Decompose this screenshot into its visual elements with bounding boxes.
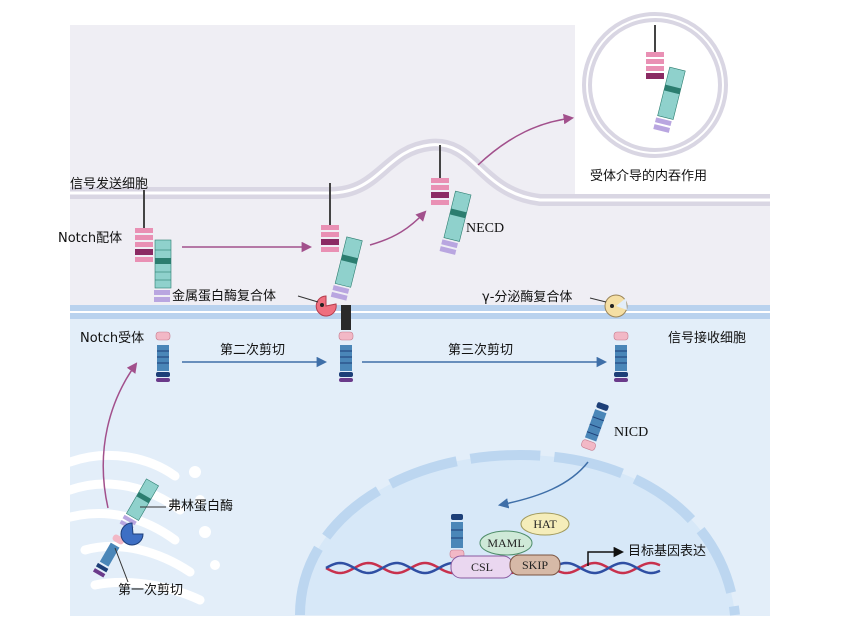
furin-icon: [120, 522, 144, 546]
leader-line: [297, 295, 319, 303]
skip-protein: [509, 554, 561, 576]
metalloprotease-icon: [315, 295, 337, 317]
notch-ligand: [321, 183, 339, 252]
notch-receptor: [338, 305, 354, 382]
necd-fragment: [439, 190, 472, 255]
third-cleavage-label: 第三次剪切: [448, 343, 514, 358]
nuclear-notch: [449, 514, 465, 559]
first-cleavage-label: 第一次剪切: [118, 583, 184, 598]
arrow-target-gene: [587, 546, 625, 566]
upper-membrane: [70, 138, 770, 206]
csl-label: CSL: [470, 560, 493, 574]
metalloprotease-label: 金属蛋白酶复合体: [172, 289, 277, 304]
endocytic-vesicle: [582, 12, 728, 158]
second-cleavage-label: 第二次剪切: [220, 343, 286, 358]
leader-line: [114, 547, 129, 583]
golgi-apparatus: [55, 450, 205, 605]
nicd-label: NICD: [614, 425, 649, 440]
furin-label: 弗林蛋白酶: [168, 499, 234, 514]
lower-membrane: [70, 305, 770, 319]
necd-fragment: [653, 66, 686, 133]
leader-line: [589, 297, 607, 303]
notch-ligand: [431, 145, 449, 205]
nicd-fragment: [581, 402, 609, 451]
skip-label: SKIP: [521, 558, 548, 572]
endocytosis-label: 受体介导的内吞作用: [590, 169, 708, 184]
golgi-vesicles: [53, 465, 220, 570]
arrow-golgi-to-membrane: [102, 362, 138, 509]
signal-sending-cell-label: 信号发送细胞: [70, 177, 149, 192]
arrow-to-endocytosis: [369, 210, 427, 246]
hat-label: HAT: [533, 517, 557, 531]
notch-ligand-label: Notch配体: [58, 231, 123, 246]
arrow-to-vesicle: [477, 113, 575, 166]
notch-receptor: [155, 331, 171, 382]
target-gene-label: 目标基因表达: [628, 544, 707, 559]
maml-protein: [479, 530, 533, 556]
hat-protein: [520, 512, 570, 536]
gamma-secretase-label: γ-分泌酶复合体: [482, 290, 573, 305]
notch-receptor-extracellular: [330, 236, 363, 301]
notch-receptor: [613, 331, 629, 382]
receiving-cell-label: 信号接收细胞: [668, 331, 747, 346]
arrow-nicd-to-nucleus: [497, 461, 589, 509]
necd-label: NECD: [466, 221, 505, 236]
signal-sending-cell: [70, 25, 770, 310]
maml-label: MAML: [487, 536, 525, 550]
notch-receptor-extracellular: [154, 239, 172, 302]
gamma-secretase-icon: [604, 294, 628, 318]
furin-processing: [92, 478, 159, 578]
notch-ligand: [135, 190, 153, 262]
notch-receptor-label: Notch受体: [80, 331, 145, 346]
notch-ligand: [646, 25, 664, 79]
